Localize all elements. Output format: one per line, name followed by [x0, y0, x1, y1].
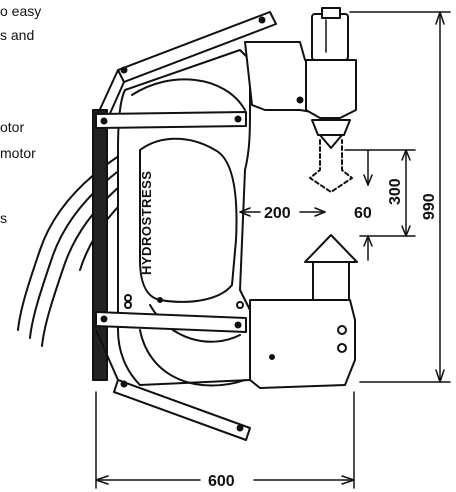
text-fragment-1: o easy: [0, 3, 42, 19]
brand-label: HYDROSTRESS: [139, 171, 154, 275]
dimension-lines: [95, 11, 451, 489]
dim-height: 990: [421, 193, 438, 220]
dim-stroke: 60: [354, 205, 372, 222]
text-fragment-2: s and: [0, 27, 35, 43]
text-fragment-5: s: [0, 210, 7, 226]
drill-bit: [309, 139, 353, 193]
dim-gap: 300: [387, 178, 404, 205]
top-brace: [95, 11, 277, 119]
text-fragment-4: motor: [0, 145, 36, 161]
cross-bars: [95, 111, 247, 333]
dim-width: 600: [208, 473, 235, 490]
text-fragment-3: otor: [0, 119, 25, 135]
bottom-brace: [95, 329, 251, 441]
lower-jaw: [249, 234, 358, 389]
dim-throat-depth: 200: [264, 205, 291, 222]
motor: [305, 7, 357, 149]
